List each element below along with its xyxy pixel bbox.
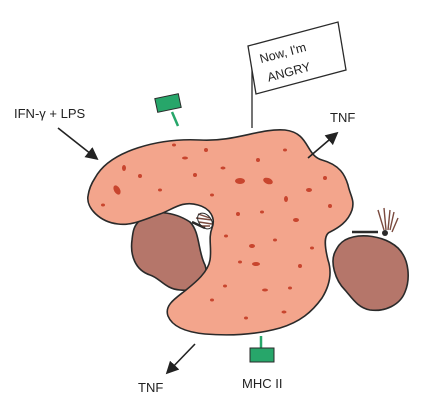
stimulus-label: IFN-γ + LPS — [14, 106, 85, 121]
macrophage-body — [87, 129, 354, 336]
target-cell-right — [332, 235, 409, 312]
target-cell-left — [130, 211, 207, 291]
tether-left — [191, 212, 213, 230]
receptor-stalk-top — [170, 111, 180, 127]
tnf-arrow-bottom — [165, 343, 196, 375]
stimulus-arrow — [57, 127, 99, 160]
mhc-label: MHC II — [242, 376, 282, 391]
receptor-top — [154, 93, 182, 113]
tether-right — [352, 207, 399, 236]
tnf-label-right: TNF — [330, 110, 355, 125]
receptor-bottom — [249, 347, 275, 363]
cytoplasmic-granules — [101, 143, 332, 320]
tnf-arrow-right — [307, 131, 339, 159]
flag-banner — [247, 21, 347, 95]
tnf-label-bottom: TNF — [138, 380, 163, 395]
